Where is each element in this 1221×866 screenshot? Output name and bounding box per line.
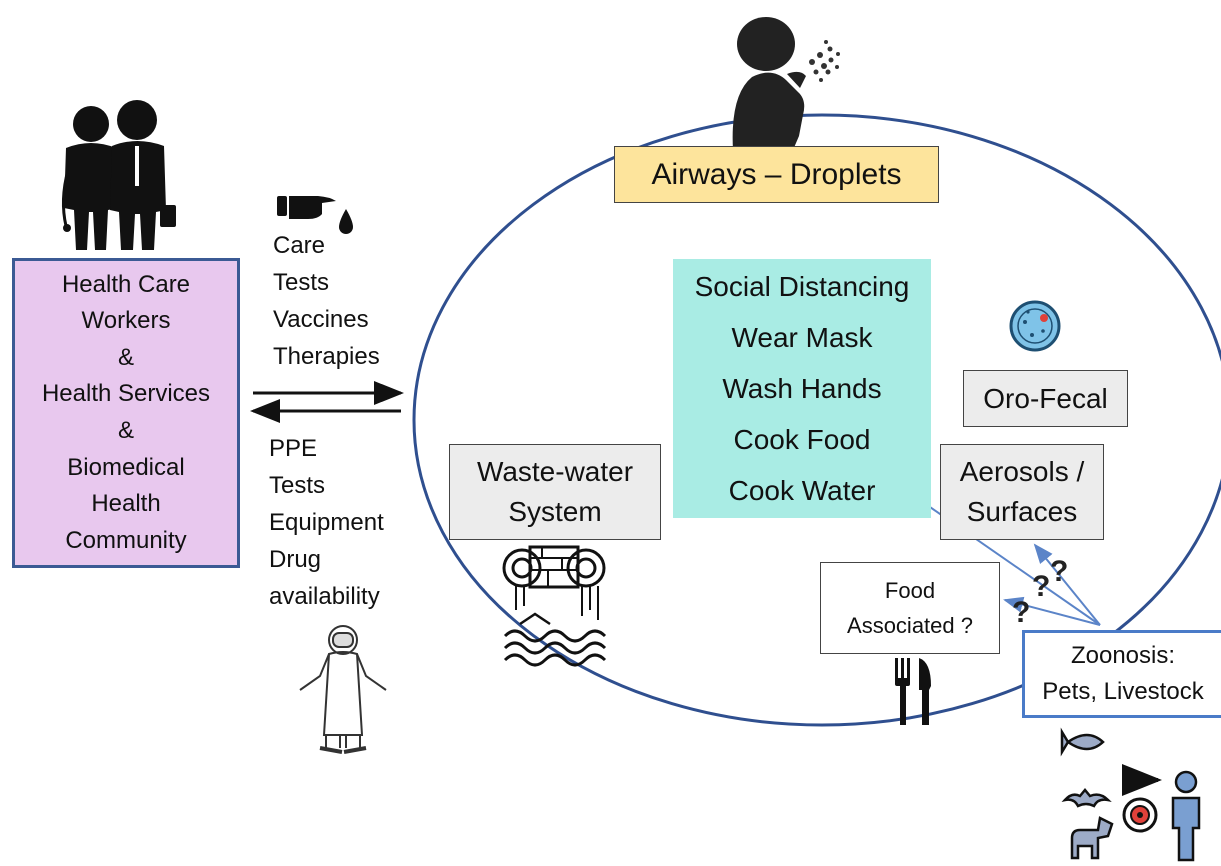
aerosols-surfaces-box: Aerosols / Surfaces	[940, 444, 1104, 540]
food-associated-box: Food Associated ?	[820, 562, 1000, 654]
health-line: Health Services	[41, 380, 211, 408]
drain-pipes-icon	[502, 545, 607, 667]
list-item: Tests	[273, 269, 330, 296]
measure-item: Wash Hands	[722, 373, 882, 404]
pointing-hand-drop-icon	[277, 196, 353, 234]
virus-icon	[1122, 797, 1158, 833]
health-line: &	[117, 417, 134, 444]
health-line: Community	[65, 526, 187, 554]
health-care-box: Health Care Workers & Health Services & …	[12, 258, 240, 568]
measure-item: Wear Mask	[731, 322, 873, 353]
list-item: Equipment	[269, 509, 384, 536]
measure-item: Social Distancing	[694, 271, 910, 302]
waste-water-box: Waste-water System	[449, 444, 661, 540]
health-line: Health	[91, 490, 161, 518]
list-item: Care	[273, 232, 326, 259]
health-line: Biomedical	[67, 453, 185, 481]
business-people-icon	[61, 100, 176, 250]
dog-icon	[1070, 816, 1114, 860]
services-to-community-list: Care Tests Vaccines Therapies	[273, 227, 380, 375]
waste-water-line: System	[508, 496, 602, 527]
needs-from-community-list: PPE Tests Equipment Drug availability	[269, 430, 384, 615]
human-icon	[1171, 770, 1201, 862]
airways-label: Airways – Droplets	[651, 157, 902, 191]
measure-item: Cook Food	[733, 424, 871, 455]
fish-icon	[1060, 727, 1105, 757]
prevention-measures-box: Social Distancing Wear Mask Wash Hands C…	[673, 259, 931, 518]
oro-fecal-box: Oro-Fecal	[963, 370, 1128, 427]
measure-item: Cook Water	[728, 475, 876, 506]
health-line: Health Care	[61, 270, 191, 298]
list-item: PPE	[269, 435, 318, 462]
aerosols-line: Surfaces	[966, 496, 1078, 527]
food-line: Associated ?	[847, 613, 973, 638]
health-line: Workers	[81, 307, 171, 335]
fork-knife-icon	[895, 658, 931, 725]
petri-dish-icon	[1009, 300, 1061, 352]
list-item: Drug	[269, 546, 322, 573]
coughing-person-icon	[732, 17, 840, 150]
list-item: Tests	[269, 472, 326, 499]
bat-icon	[1061, 788, 1112, 808]
protective-suit-person-icon	[299, 625, 387, 754]
question-mark: ?	[1050, 555, 1069, 588]
health-line: &	[117, 343, 134, 371]
list-item: Vaccines	[273, 306, 369, 333]
airways-droplets-box: Airways – Droplets	[614, 146, 939, 203]
list-item: Therapies	[273, 343, 380, 370]
list-item: availability	[269, 583, 380, 610]
question-mark: ?	[1012, 596, 1031, 629]
transmission-ellipse	[412, 113, 1221, 727]
question-mark: ?	[1032, 570, 1051, 603]
zoonosis-line: Pets, Livestock	[1042, 678, 1204, 705]
food-line: Food	[884, 578, 936, 603]
aerosols-line: Aerosols /	[959, 456, 1085, 487]
waste-water-line: Waste-water	[476, 456, 634, 487]
oro-fecal-label: Oro-Fecal	[983, 382, 1108, 414]
zoonosis-line: Zoonosis:	[1070, 642, 1176, 669]
zoonosis-box: Zoonosis: Pets, Livestock	[1022, 630, 1221, 718]
